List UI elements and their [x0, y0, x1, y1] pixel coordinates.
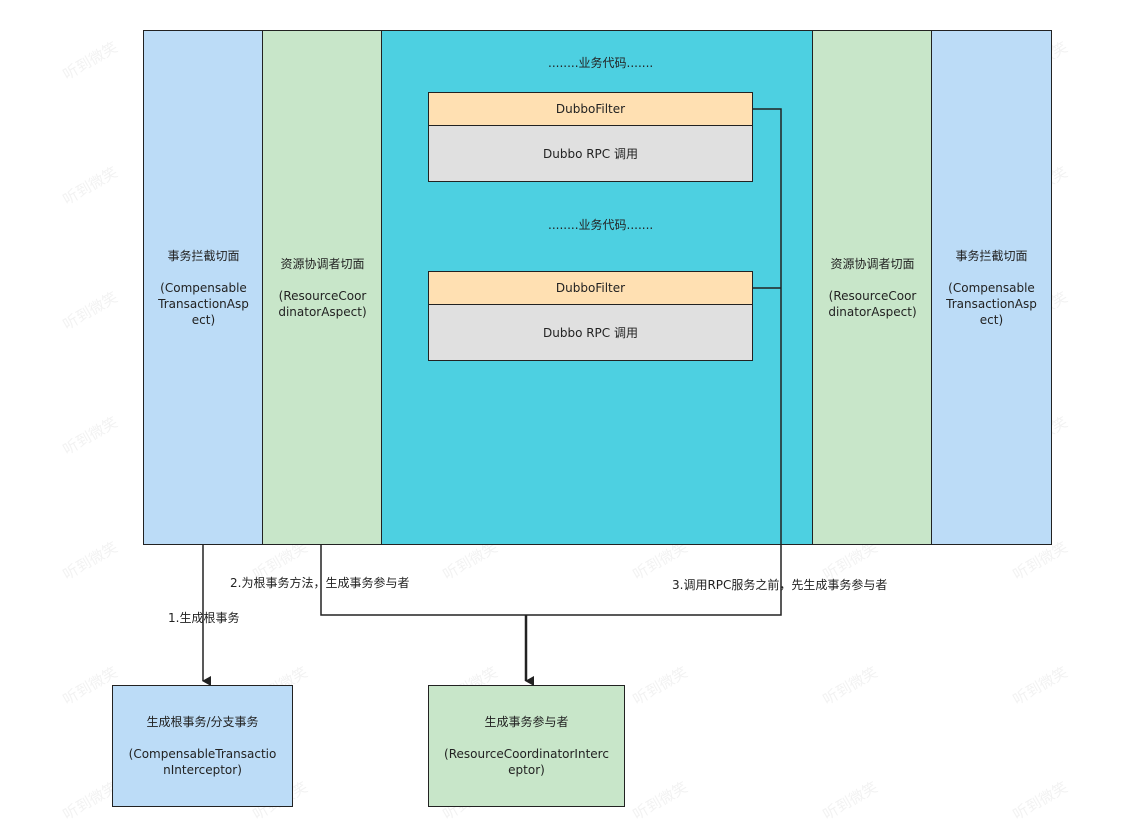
edge-3-label: 3.调用RPC服务之前，先生成事务参与者 [672, 578, 888, 592]
dubbo-filter-label-1: DubboFilter [555, 102, 626, 116]
dubbo-rpc-label-2: Dubbo RPC 调用 [542, 325, 638, 340]
business-code-label-top: ........业务代码....... [548, 56, 654, 70]
left-transaction-aspect-column: 事务拦截切面 (Compensable TransactionAsp ect) [143, 30, 264, 545]
watermark-text: 听到微笑 [59, 163, 121, 209]
watermark-text: 听到微笑 [1009, 778, 1071, 824]
watermark-text: 听到微笑 [59, 38, 121, 84]
right-coordinator-title: 资源协调者切面 [830, 256, 915, 271]
left-aspect-title: 事务拦截切面 [167, 248, 240, 263]
business-code-label-middle: ........业务代码....... [548, 218, 654, 232]
watermark-text: 听到微笑 [629, 663, 691, 709]
dubbo-filter-box-1: DubboFilter [428, 92, 753, 126]
watermark-text: 听到微笑 [59, 288, 121, 334]
watermark-text: 听到微笑 [59, 413, 121, 459]
watermark-text: 听到微笑 [1009, 663, 1071, 709]
edge-2-label: 2.为根事务方法，生成事务参与者 [230, 576, 410, 590]
watermark-text: 听到微笑 [819, 663, 881, 709]
participant-detail: (ResourceCoordinatorInterc eptor) [444, 747, 609, 777]
watermark-text: 听到微笑 [59, 538, 121, 584]
root-branch-detail: (CompensableTransactio nInterceptor) [128, 747, 277, 777]
right-transaction-aspect-column: 事务拦截切面 (Compensable TransactionAsp ect) [931, 30, 1052, 545]
left-coordinator-detail: (ResourceCoor dinatorAspect) [278, 288, 367, 319]
edge-1-label: 1.生成根事务 [168, 611, 240, 625]
right-aspect-title: 事务拦截切面 [955, 248, 1028, 263]
dubbo-filter-box-2: DubboFilter [428, 271, 753, 305]
left-aspect-detail: (Compensable TransactionAsp ect) [158, 280, 249, 327]
watermark-text: 听到微笑 [819, 778, 881, 824]
right-coordinator-aspect-column: 资源协调者切面 (ResourceCoor dinatorAspect) [812, 30, 933, 545]
root-branch-title: 生成根事务/分支事务 [146, 715, 259, 729]
right-aspect-detail: (Compensable TransactionAsp ect) [946, 280, 1037, 327]
dubbo-rpc-label-1: Dubbo RPC 调用 [542, 146, 638, 161]
dubbo-rpc-call-box-2: Dubbo RPC 调用 [428, 304, 753, 361]
root-branch-transaction-box: 生成根事务/分支事务 (CompensableTransactio nInter… [112, 685, 293, 807]
right-coordinator-detail: (ResourceCoor dinatorAspect) [828, 288, 917, 319]
watermark-text: 听到微笑 [629, 778, 691, 824]
transaction-participant-box: 生成事务参与者 (ResourceCoordinatorInterc eptor… [428, 685, 625, 807]
participant-title: 生成事务参与者 [484, 715, 569, 729]
dubbo-filter-label-2: DubboFilter [555, 281, 626, 295]
left-coordinator-title: 资源协调者切面 [280, 256, 365, 271]
dubbo-rpc-call-box-1: Dubbo RPC 调用 [428, 125, 753, 182]
left-coordinator-aspect-column: 资源协调者切面 (ResourceCoor dinatorAspect) [262, 30, 383, 545]
